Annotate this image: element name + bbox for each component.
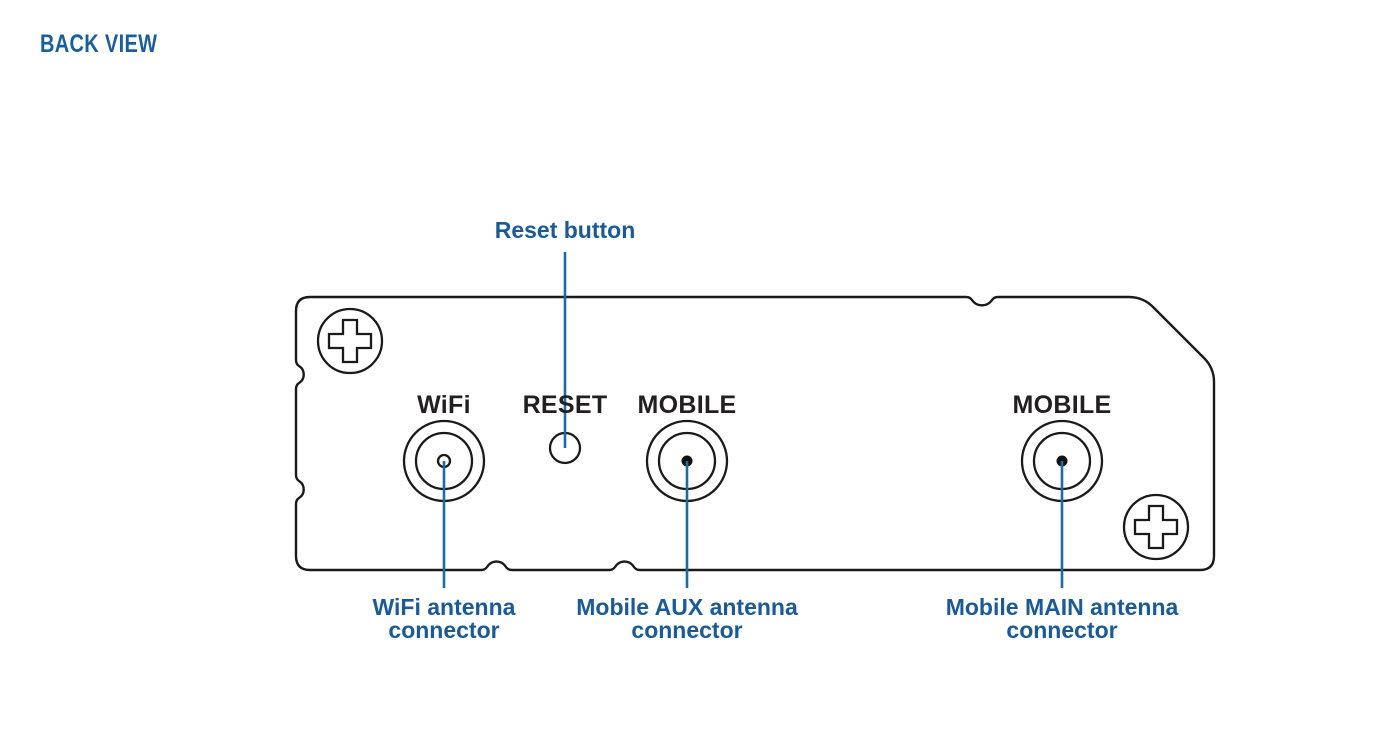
phillips-cross-icon xyxy=(327,318,373,364)
callout-label-mobile-aux-antenna-connector: Mobile AUX antenna connector xyxy=(576,594,798,643)
silkscreen-label-reset: RESET xyxy=(523,391,608,419)
silkscreen-label-mobile-aux: MOBILE xyxy=(637,391,736,419)
silkscreen-label-wifi: WiFi xyxy=(417,391,471,419)
callout-label-mobile-main-antenna-connector: Mobile MAIN antenna connector xyxy=(945,594,1179,643)
phillips-cross-icon xyxy=(1133,504,1179,550)
screw-top-left xyxy=(316,307,384,375)
page-title: BACK VIEW xyxy=(40,30,158,58)
screw-bottom-right xyxy=(1122,493,1190,561)
enclosure-outline xyxy=(294,295,1216,572)
callout-label-reset-button: Reset button xyxy=(494,217,636,243)
callout-label-wifi-antenna-connector: WiFi antenna connector xyxy=(372,594,516,643)
silkscreen-label-mobile-main: MOBILE xyxy=(1012,391,1111,419)
